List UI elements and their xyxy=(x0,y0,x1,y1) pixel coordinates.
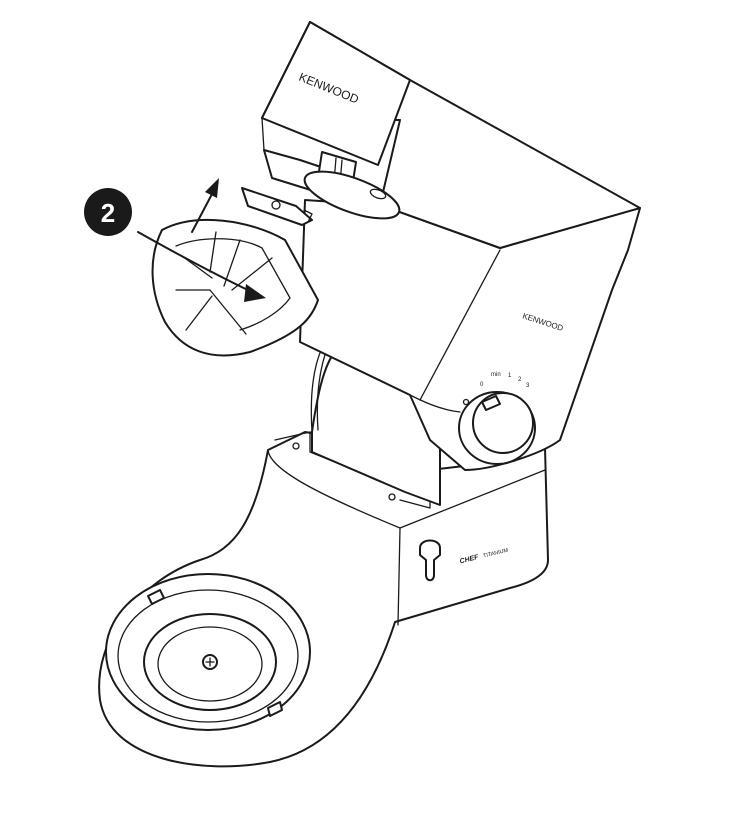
model-label-bold: CHEF xyxy=(459,554,480,566)
step-badge-label: 2 xyxy=(101,198,115,228)
speed-label-min: min xyxy=(491,372,501,378)
k-beater xyxy=(151,219,319,357)
arrow-up-icon xyxy=(191,178,219,233)
step-badge: 2 xyxy=(84,188,132,236)
speed-label-3: 3 xyxy=(526,383,530,389)
speed-label-2: 2 xyxy=(518,377,522,383)
speed-labels: 0 min 1 2 3 xyxy=(480,372,530,389)
arrow-curved-icon xyxy=(137,231,266,302)
speed-label-0: 0 xyxy=(480,382,484,388)
mixer-head xyxy=(261,21,641,249)
bowl-seat xyxy=(105,573,311,731)
speed-label-1: 1 xyxy=(508,373,512,379)
speed-dial xyxy=(458,391,536,465)
drive-outlet xyxy=(241,170,401,226)
